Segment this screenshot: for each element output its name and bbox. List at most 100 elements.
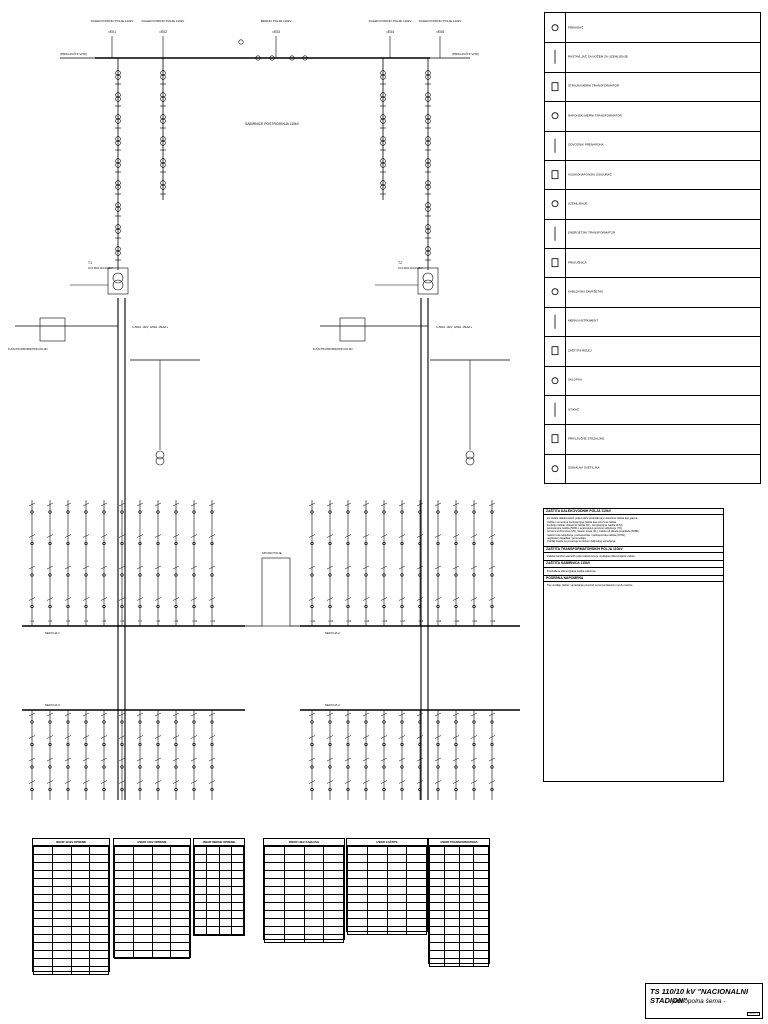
feeder-ct bbox=[102, 541, 106, 546]
table-cell bbox=[323, 910, 344, 919]
feeder-ct bbox=[84, 787, 88, 792]
feeder-switch bbox=[380, 597, 388, 601]
ct-symbol bbox=[425, 158, 431, 164]
feeder-ct bbox=[174, 720, 178, 724]
table-cell bbox=[264, 886, 285, 895]
table-row bbox=[193, 894, 245, 903]
table-cell bbox=[132, 910, 153, 919]
table-row bbox=[33, 894, 109, 903]
feeder-ct bbox=[102, 742, 106, 747]
feeder-switch bbox=[452, 565, 460, 570]
feeder-ct bbox=[156, 765, 160, 769]
transformer-icon bbox=[545, 218, 566, 248]
feeder-switch bbox=[434, 565, 442, 570]
table-cell bbox=[443, 918, 460, 927]
feeder-ct bbox=[192, 765, 196, 769]
table-cell bbox=[151, 942, 172, 951]
ct-symbol bbox=[425, 162, 431, 168]
feeder-switch bbox=[64, 757, 72, 762]
feeder-ct bbox=[382, 742, 386, 747]
ct-symbol bbox=[425, 250, 431, 256]
table-cell bbox=[70, 894, 91, 903]
instrument-transformer-symbol bbox=[289, 55, 295, 61]
feeder-ct bbox=[454, 787, 458, 792]
ct-symbol bbox=[160, 114, 166, 120]
table-cell bbox=[264, 934, 285, 943]
mv-bus-label: 3~50Hz, 10kV, 1250A, 25kA/1s bbox=[436, 325, 473, 329]
vt-icon bbox=[545, 101, 566, 131]
table-cell bbox=[303, 926, 325, 935]
table-row bbox=[33, 878, 109, 887]
feeder-switch bbox=[488, 502, 496, 507]
feeder-switch bbox=[64, 597, 72, 601]
table-cell bbox=[323, 886, 344, 895]
table-cell bbox=[283, 886, 305, 895]
feeder-ct bbox=[454, 541, 458, 546]
terminal-icon bbox=[545, 424, 566, 454]
table-cell bbox=[89, 894, 109, 903]
feeder-switch bbox=[172, 757, 180, 762]
table-cell bbox=[443, 926, 460, 935]
feeder-switch bbox=[398, 712, 406, 717]
drawing-subtitle: - jednopolna šema - bbox=[668, 998, 726, 1005]
ct-symbol bbox=[115, 206, 121, 212]
feeder-ct bbox=[364, 573, 368, 577]
ct-symbol bbox=[115, 202, 121, 208]
table-cell bbox=[51, 958, 72, 967]
table-cell bbox=[230, 870, 245, 879]
feeder-switch bbox=[380, 712, 388, 717]
feeder-label: DALEKOVODNO POLJE 110kV bbox=[91, 19, 134, 23]
table-cell bbox=[303, 910, 325, 919]
ct-symbol bbox=[115, 118, 121, 124]
feeder-switch bbox=[434, 735, 442, 739]
feeder-id: =J2 bbox=[48, 620, 53, 623]
feeder-switch bbox=[208, 502, 216, 507]
feeder-switch bbox=[398, 735, 406, 739]
ct-symbol bbox=[425, 118, 431, 124]
feeder-ct bbox=[192, 541, 196, 546]
table-cell bbox=[458, 846, 475, 855]
table-cell bbox=[230, 862, 245, 871]
feeder-ct bbox=[328, 765, 332, 769]
feeder-id: =J8 bbox=[156, 620, 161, 623]
table-row bbox=[33, 966, 109, 975]
table-cell bbox=[303, 846, 325, 855]
table-row bbox=[347, 902, 427, 911]
table-cell bbox=[473, 910, 489, 919]
feeder-ct bbox=[210, 604, 214, 609]
feeder-switch bbox=[416, 565, 424, 570]
feeder-switch bbox=[208, 534, 216, 538]
table-cell bbox=[218, 870, 232, 879]
table-cell bbox=[429, 894, 445, 903]
feeder-switch bbox=[154, 502, 162, 507]
feeder-ct bbox=[472, 604, 476, 609]
feeder-id: =J11 bbox=[210, 620, 216, 623]
arrester-icon bbox=[545, 130, 566, 160]
feeder-switch bbox=[416, 735, 424, 739]
drawing-title: TS 110/10 kV "NACIONALNI STADION" bbox=[650, 987, 749, 1005]
feeder-ct bbox=[436, 573, 440, 577]
feeder-ct bbox=[490, 541, 494, 546]
legend-text: UZEMLJENJE bbox=[568, 201, 588, 206]
line-end-right-label: (PRIKLJUČNI VOD) bbox=[452, 51, 479, 56]
ct-symbol bbox=[425, 70, 431, 76]
feeder-switch bbox=[344, 534, 352, 538]
table-cell bbox=[386, 926, 408, 935]
feeder-ct bbox=[346, 765, 350, 769]
legend-row: STRUJNI MERNI TRANSFORMATOR bbox=[545, 71, 760, 103]
table-cell bbox=[193, 918, 208, 927]
table-cell bbox=[283, 910, 305, 919]
aux-transformer-winding bbox=[465, 456, 475, 466]
table-cell bbox=[458, 942, 475, 951]
table-cell bbox=[193, 846, 208, 855]
feeder-switch bbox=[416, 534, 424, 538]
feeder-switch bbox=[380, 534, 388, 538]
table-row bbox=[193, 854, 245, 863]
feeder-ct bbox=[346, 510, 350, 514]
ct-symbol bbox=[115, 162, 121, 168]
table-cell bbox=[230, 926, 245, 935]
table-cell bbox=[170, 950, 190, 959]
table-cell bbox=[443, 934, 460, 943]
instrument-transformer-symbol bbox=[269, 55, 275, 61]
feeder-switch bbox=[46, 757, 54, 762]
